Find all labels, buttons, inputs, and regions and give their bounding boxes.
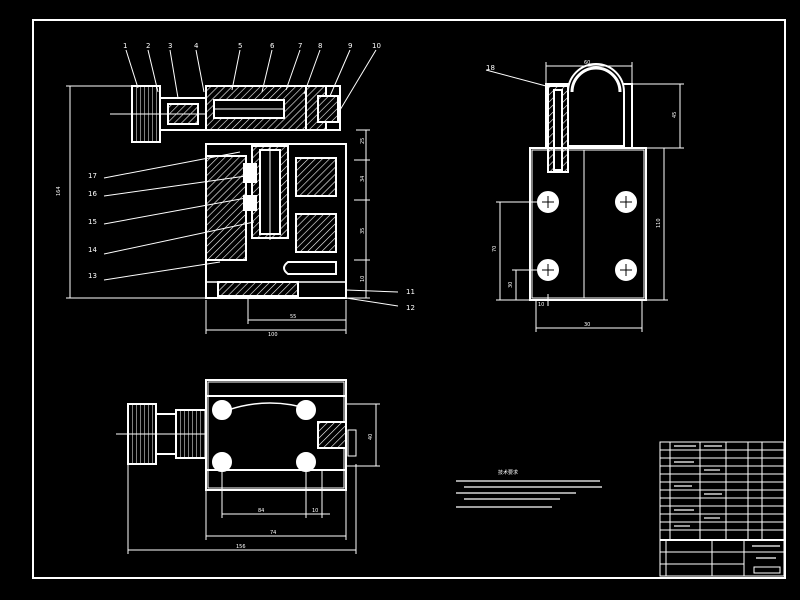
- dim-v1: 25: [360, 138, 366, 144]
- front-view-balloon-labels: 1 2 3 4 5 6 7 8 9 10 11 12 13 14 15 16 1…: [88, 42, 415, 312]
- technical-notes: 技术要求: [456, 469, 602, 508]
- dim-bottom-small: 10: [538, 302, 544, 308]
- balloon-14: 14: [88, 246, 97, 254]
- balloon-10: 10: [372, 42, 381, 50]
- dim-v3: 35: [360, 228, 366, 234]
- balloon-15: 15: [88, 218, 97, 226]
- dim-inner-width: 55: [290, 314, 296, 320]
- front-view: [110, 85, 347, 299]
- balloon-5: 5: [238, 42, 242, 50]
- notes-title: 技术要求: [498, 469, 518, 476]
- dim-right-height-main: 110: [656, 218, 662, 228]
- dim-overall-width: 156: [236, 544, 246, 550]
- drawing-border: [32, 19, 786, 579]
- dim-bottom-width: 100: [268, 332, 278, 338]
- side-view-centerlines: [542, 196, 632, 276]
- balloon-12: 12: [406, 304, 415, 312]
- dim-left-height: 70: [492, 246, 498, 252]
- side-view: [529, 63, 647, 301]
- top-view-labels: 84 10 74 156 40: [236, 434, 374, 550]
- top-view: [116, 379, 357, 491]
- side-view-labels: 18 60 45 110 70 30 30 10: [486, 60, 678, 328]
- balloon-9: 9: [348, 42, 352, 50]
- dim-middle-span: 74: [270, 530, 276, 536]
- balloon-6: 6: [270, 42, 275, 50]
- title-block-fills: [674, 445, 780, 559]
- balloon-4: 4: [194, 42, 199, 50]
- dim-right-height-top: 45: [672, 112, 678, 118]
- balloon-7: 7: [298, 42, 302, 50]
- balloon-11: 11: [406, 288, 415, 296]
- dim-inner-span: 84: [258, 508, 264, 514]
- dim-bottom-width-side: 30: [584, 322, 590, 328]
- dim-v2: 34: [360, 176, 366, 182]
- balloon-16: 16: [88, 190, 97, 198]
- dim-total-height: 164: [56, 186, 62, 196]
- balloon-13: 13: [88, 272, 97, 280]
- side-view-dimensions: [485, 62, 684, 332]
- dim-v4: 10: [360, 276, 366, 282]
- balloon-8: 8: [318, 42, 322, 50]
- top-view-dimensions: [127, 403, 380, 554]
- title-block: [659, 441, 785, 577]
- front-view-leaders: [103, 49, 399, 307]
- dim-top-width: 60: [584, 60, 590, 66]
- front-view-dimension-labels: 164 100 55 25 34 35 10: [56, 138, 366, 338]
- balloon-18: 18: [486, 64, 495, 72]
- dim-side-height: 40: [368, 434, 374, 440]
- balloon-3: 3: [168, 42, 172, 50]
- dim-inner-small: 10: [312, 508, 318, 514]
- front-view-dimensions: [66, 85, 370, 334]
- balloon-17: 17: [88, 172, 97, 180]
- dim-left-small: 30: [508, 282, 514, 288]
- balloon-1: 1: [123, 42, 127, 50]
- balloon-2: 2: [146, 42, 150, 50]
